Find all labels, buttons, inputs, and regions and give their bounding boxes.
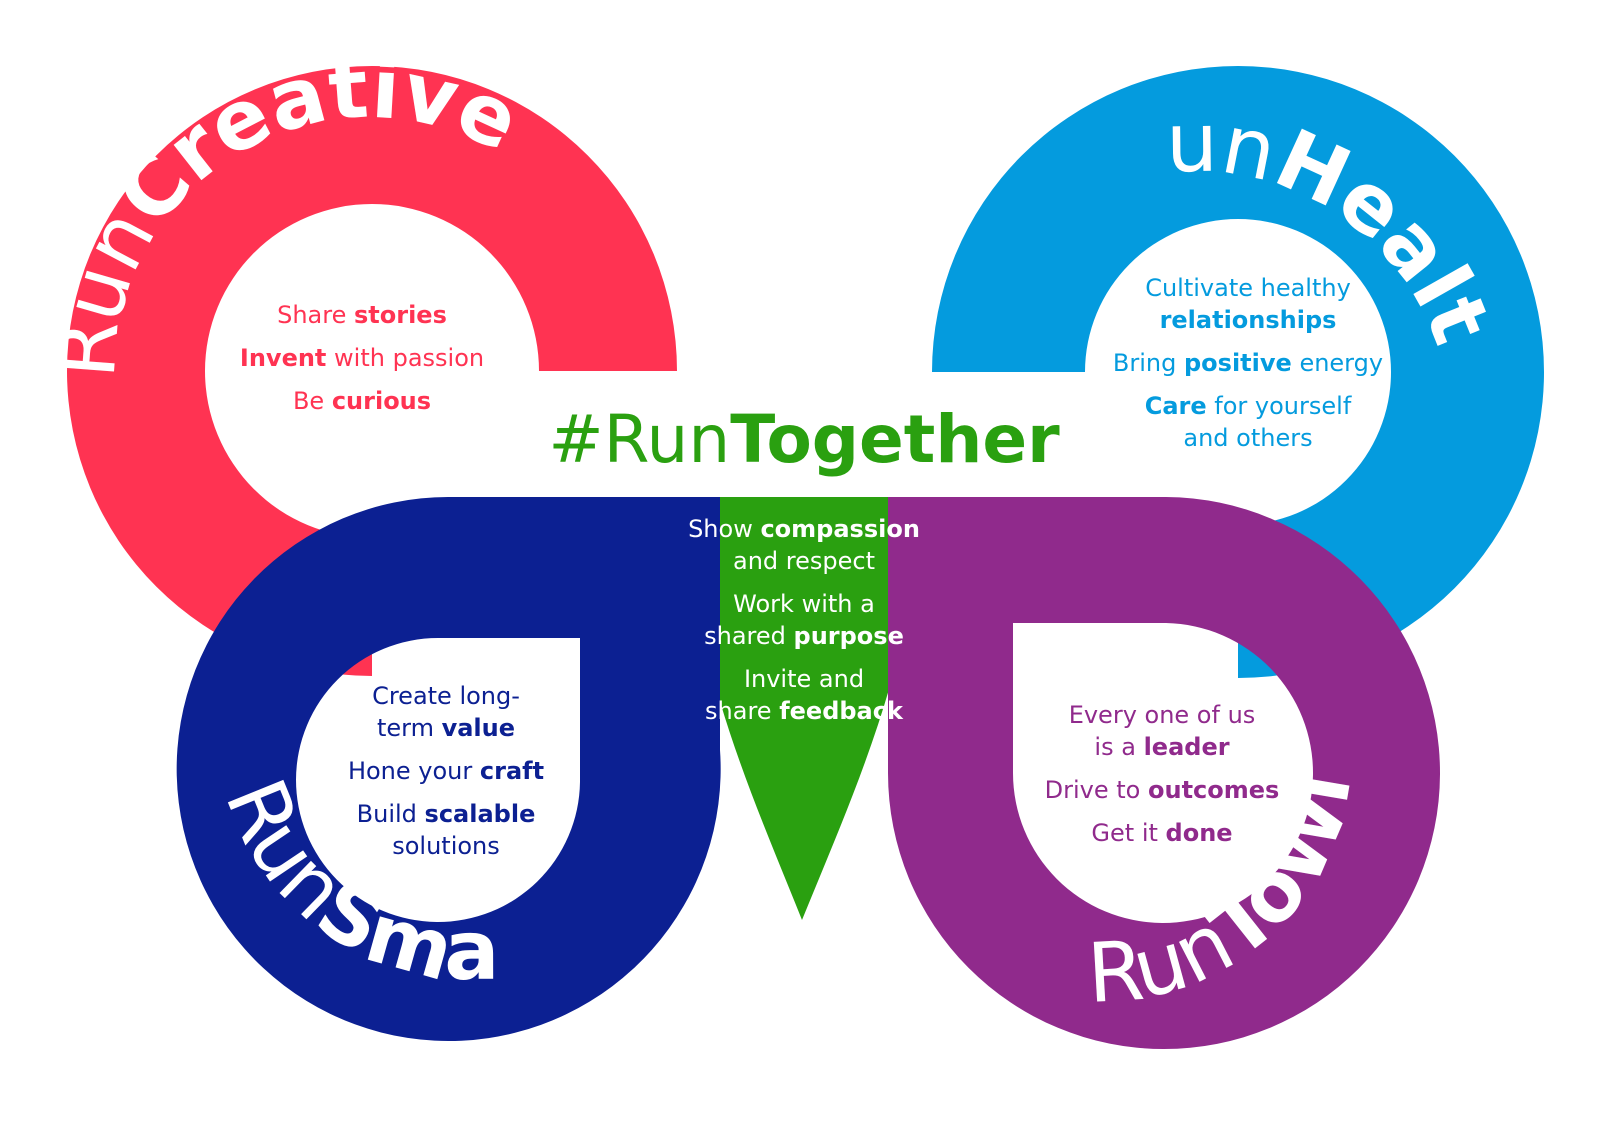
value-line: and respect	[733, 547, 875, 575]
value-text: and others	[1183, 424, 1312, 452]
value-keyword: Care	[1145, 392, 1207, 420]
value-keyword: purpose	[794, 622, 904, 650]
value-text: energy	[1292, 349, 1383, 377]
value-line: Get it done	[1091, 819, 1232, 847]
value-line: Invent with passion	[240, 344, 484, 372]
value-line: Cultivate healthy	[1145, 274, 1351, 302]
value-line: shared purpose	[704, 622, 904, 650]
value-line: Drive to outcomes	[1045, 776, 1280, 804]
value-text: solutions	[392, 832, 500, 860]
value-line: and others	[1183, 424, 1312, 452]
value-keyword: curious	[332, 387, 431, 415]
value-keyword: done	[1166, 819, 1233, 847]
ring-smart-shape	[176, 497, 721, 1041]
value-text: Build	[357, 800, 425, 828]
value-line: solutions	[392, 832, 500, 860]
value-line: Show compassion	[688, 515, 920, 543]
value-line: Care for yourself	[1145, 392, 1352, 420]
value-text: Show	[688, 515, 760, 543]
value-line: Every one of us	[1069, 701, 1256, 729]
value-text: term	[377, 714, 442, 742]
value-text: Get it	[1091, 819, 1165, 847]
value-text: Bring	[1113, 349, 1184, 377]
value-line: Work with a	[733, 590, 875, 618]
ring-healthy-shape	[932, 66, 1544, 678]
value-keyword: positive	[1184, 349, 1292, 377]
value-keyword: relationships	[1160, 306, 1337, 334]
value-keyword: scalable	[425, 800, 536, 828]
value-text: Cultivate healthy	[1145, 274, 1351, 302]
value-keyword: value	[442, 714, 515, 742]
value-line: share feedback	[705, 697, 904, 725]
value-text: and respect	[733, 547, 875, 575]
ring-creatively-shape	[67, 66, 677, 676]
value-text: Every one of us	[1069, 701, 1256, 729]
value-text: share	[705, 697, 779, 725]
value-text: with passion	[326, 344, 484, 372]
value-keyword: outcomes	[1148, 776, 1279, 804]
value-text: Work with a	[733, 590, 875, 618]
value-line: Build scalable	[357, 800, 536, 828]
value-line: Bring positive energy	[1113, 349, 1383, 377]
value-keyword: leader	[1144, 733, 1230, 761]
value-keyword: feedback	[779, 697, 904, 725]
value-keyword: craft	[480, 757, 544, 785]
ring-towin-shape	[888, 497, 1440, 1049]
value-line: relationships	[1160, 306, 1337, 334]
value-line: Create long-	[372, 682, 520, 710]
value-line: Share stories	[277, 301, 447, 329]
value-text: Hone your	[348, 757, 480, 785]
value-text: Invite and	[744, 665, 864, 693]
value-line: term value	[377, 714, 515, 742]
value-keyword: Invent	[240, 344, 327, 372]
value-line: Hone your craft	[348, 757, 544, 785]
value-keyword: compassion	[760, 515, 919, 543]
value-line: Be curious	[293, 387, 431, 415]
value-text: Drive to	[1045, 776, 1148, 804]
value-text: is a	[1094, 733, 1143, 761]
value-text: Create long-	[372, 682, 520, 710]
value-text: for yourself	[1207, 392, 1352, 420]
value-text: Share	[277, 301, 354, 329]
together-wedge	[686, 497, 922, 920]
value-keyword: stories	[354, 301, 447, 329]
together-title: #RunTogether	[548, 401, 1060, 478]
value-text: shared	[704, 622, 793, 650]
value-line: Invite and	[744, 665, 864, 693]
value-line: is a leader	[1094, 733, 1229, 761]
value-text: Be	[293, 387, 332, 415]
